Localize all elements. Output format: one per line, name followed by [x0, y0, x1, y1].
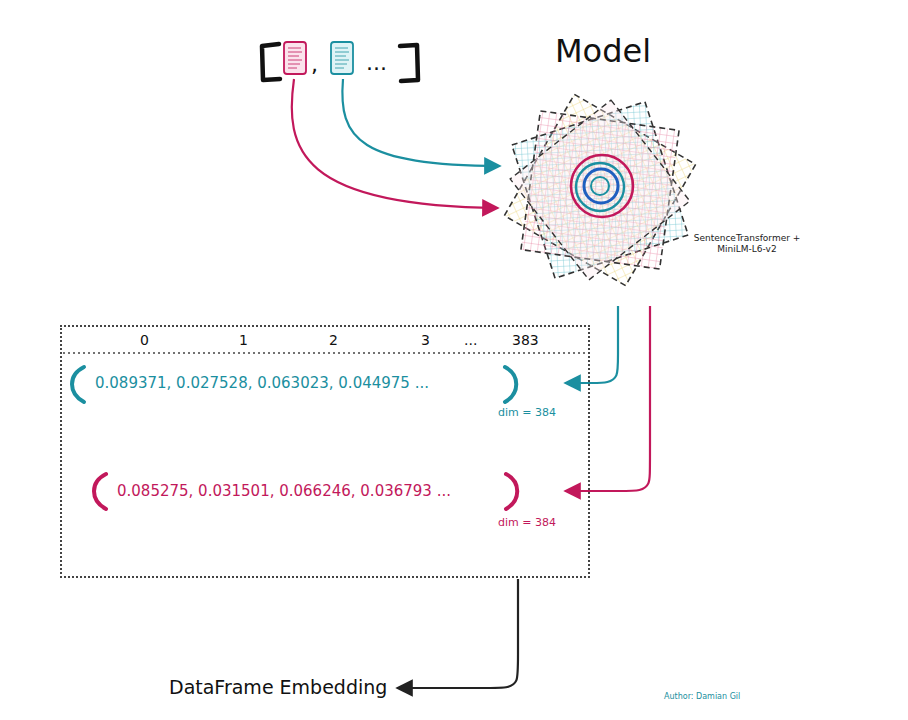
- column-index: 3: [421, 332, 430, 349]
- vector-paren: [72, 367, 84, 402]
- column-index: 2: [329, 332, 338, 349]
- output-label-box: DataFrame Embedding: [165, 672, 394, 705]
- vector-dimension: dim = 384: [498, 516, 556, 529]
- vector-values: 0.085275, 0.031501, 0.066246, 0.036793 .…: [117, 482, 451, 500]
- input-arrow: [292, 79, 498, 208]
- list-bracket: [400, 45, 418, 81]
- connector-arrow: [565, 306, 618, 383]
- vector-paren: [506, 474, 517, 509]
- list-separator: ,: [311, 52, 318, 78]
- list-ellipsis: ...: [366, 50, 387, 76]
- connector-arrow: [565, 306, 650, 491]
- vector-paren: [94, 474, 106, 509]
- model-title: Model: [555, 32, 651, 70]
- column-index: 0: [140, 332, 149, 349]
- embedding-vector: 0.085275, 0.031501, 0.066246, 0.036793 .…: [88, 470, 562, 536]
- model-illustration: [504, 94, 695, 285]
- column-index: ...: [464, 332, 477, 349]
- document-icon: [331, 42, 353, 74]
- table-separator: [63, 352, 588, 354]
- model-caption: SentenceTransformer + MiniLM-L6-v2: [691, 233, 803, 255]
- author-note: Author: Damian Gil: [664, 692, 740, 702]
- vector-dimension: dim = 384: [498, 406, 556, 419]
- list-bracket: [262, 44, 280, 80]
- column-index: 383: [512, 332, 539, 349]
- connector-arrow: [397, 579, 518, 688]
- model-box: ModelSentenceTransformer + MiniLM-L6-v2: [505, 30, 809, 305]
- embedding-table: 0.089371, 0.027528, 0.063023, 0.044975 .…: [60, 325, 590, 578]
- embedding-vector: 0.089371, 0.027528, 0.063023, 0.044975 .…: [66, 362, 562, 426]
- input-arrow: [342, 79, 500, 166]
- vector-values: 0.089371, 0.027528, 0.063023, 0.044975 .…: [95, 374, 429, 392]
- column-index: 1: [239, 332, 248, 349]
- output-label: DataFrame Embedding: [169, 676, 387, 699]
- document-icon: [284, 42, 306, 74]
- vector-paren: [505, 367, 516, 402]
